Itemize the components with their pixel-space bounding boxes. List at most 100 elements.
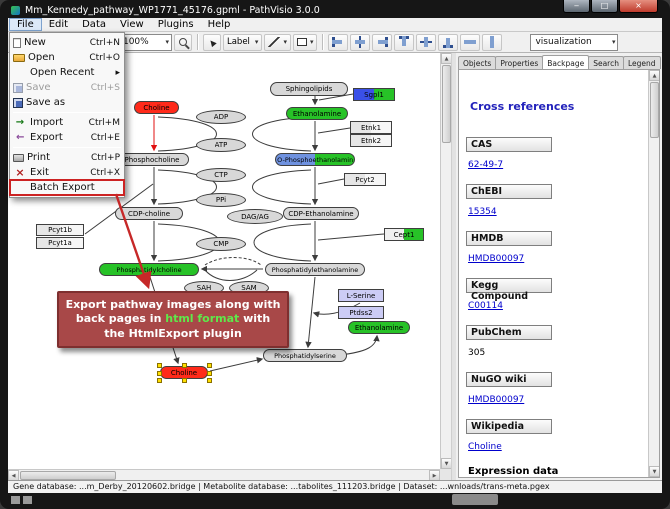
align-top-button[interactable] [394,33,415,51]
node-etnk2[interactable]: Etnk2 [350,134,392,147]
canvas-vertical-scrollbar[interactable]: ▲ ▼ [440,53,451,469]
node-pcyt1b[interactable]: Pcyt1b [36,224,84,236]
minimize-button[interactable]: ‒ [563,0,590,13]
menu-item-batch-export[interactable]: Batch Export [9,179,125,196]
horizontal-scrollbar-thumb[interactable] [20,471,116,480]
vertical-scrollbar-thumb[interactable] [650,82,659,138]
vertical-scrollbar-thumb[interactable] [442,65,451,143]
line-tool-button[interactable]: ▾ [264,33,291,51]
selection-handle[interactable] [207,378,212,383]
scroll-down-arrow[interactable]: ▼ [649,466,659,477]
zoom-fit-button[interactable] [173,33,192,51]
node-ctp[interactable]: CTP [196,168,246,182]
node-cdp-ethanolamine[interactable]: CDP-Ethanolamine [283,207,359,220]
node-cmp[interactable]: CMP [196,237,246,251]
backpage-link[interactable]: 62-49-7 [468,160,504,170]
backpage-link[interactable]: HMDB00097 [468,254,525,264]
backpage-link[interactable]: Choline [468,442,502,452]
selection-tool-button[interactable]: ▲ [202,33,221,51]
selection-handle[interactable] [207,363,212,368]
node-l-serine[interactable]: L-Serine [338,289,384,302]
node-phosphatidylethanolamine[interactable]: Phosphatidylethanolamine [265,263,365,276]
tab-search[interactable]: Search [588,56,624,69]
maximize-button[interactable]: □ [591,0,618,13]
menu-edit[interactable]: Edit [48,19,69,30]
node-cept1[interactable]: Cept1 [384,228,424,241]
same-width-icon [464,36,477,48]
selection-handle[interactable] [207,370,212,376]
node-ethanolamine[interactable]: Ethanolamine [286,107,348,120]
selection-handle[interactable] [157,363,162,368]
node-etnk1[interactable]: Etnk1 [350,121,392,134]
menu-item-open-recent[interactable]: Open Recent▸ [10,65,124,80]
align-middle-button[interactable] [416,33,437,51]
selection-handle[interactable] [157,378,162,383]
selection-handle[interactable] [182,378,187,383]
node-pcyt1a[interactable]: Pcyt1a [36,237,84,249]
node-adp[interactable]: ADP [196,110,246,124]
tab-backpage[interactable]: Backpage [542,55,590,69]
menu-item-save-as[interactable]: Save as [10,95,124,110]
scroll-up-arrow[interactable]: ▲ [441,53,451,64]
scroll-down-arrow[interactable]: ▼ [441,458,451,469]
menu-data[interactable]: Data [82,19,106,30]
node-sphingolipids[interactable]: Sphingolipids [270,82,348,96]
frame-decoration [23,496,32,504]
label-tool-button[interactable]: Label▾ [222,33,263,51]
canvas-horizontal-scrollbar[interactable]: ◀ ▶ [8,469,440,480]
node-choline[interactable]: Choline [134,101,179,114]
node-dag-ag[interactable]: DAG/AG [227,209,283,224]
same-width-button[interactable] [460,33,481,51]
splitter[interactable] [451,53,456,480]
menu-item-label: Open [28,52,55,63]
sidebar-scrollbar[interactable]: ▲ ▼ [648,70,659,477]
node-pcyt2[interactable]: Pcyt2 [344,173,386,186]
zoom-select[interactable]: 100% ▾ [117,33,172,51]
node-sgpl1[interactable]: Sgpl1 [353,88,395,101]
node-phosphocholine[interactable]: Phosphocholine [115,153,189,166]
node-phosphatidylcholine[interactable]: Phosphatidylcholine [99,263,199,276]
tab-legend[interactable]: Legend [622,56,661,69]
node-ethanolamine[interactable]: Ethanolamine [348,321,410,334]
backpage-link[interactable]: 15354 [468,207,497,217]
node-o-phosphoethanolamine[interactable]: O-Phosphoethanolamine [275,153,355,166]
visualization-select[interactable]: visualization ▾ [530,33,619,51]
title-bar[interactable]: Mm_Kennedy_pathway_WP1771_45176.gpml - P… [8,3,662,18]
same-height-button[interactable] [482,33,503,51]
scroll-right-arrow[interactable]: ▶ [429,470,440,480]
shape-tool-button[interactable]: ▾ [292,33,318,51]
scroll-up-arrow[interactable]: ▲ [649,70,659,81]
menu-help[interactable]: Help [207,19,231,30]
node-ptdss2[interactable]: Ptdss2 [338,306,384,319]
node-cdp-choline[interactable]: CDP-choline [115,207,183,220]
node-phosphatidylserine[interactable]: Phosphatidylserine [263,349,347,362]
selection-handle[interactable] [182,363,187,368]
align-bottom-button[interactable] [438,33,459,51]
backpage-link[interactable]: HMDB00097 [468,395,525,405]
node-choline[interactable]: Choline [157,363,212,383]
selection-handle[interactable] [157,370,162,376]
frame-decoration [452,494,498,505]
align-left-button[interactable] [328,33,349,51]
menu-view[interactable]: View [120,19,144,30]
align-right-button[interactable] [372,33,393,51]
align-center-button[interactable] [350,33,371,51]
menu-item-label: Open Recent [30,67,95,78]
backpage-link[interactable]: C00114 [468,301,503,311]
tab-objects[interactable]: Objects [458,56,497,69]
node-atp[interactable]: ATP [196,138,246,152]
tab-properties[interactable]: Properties [495,56,544,69]
node-ppi[interactable]: PPi [196,193,246,207]
close-button[interactable]: × [619,0,658,13]
menu-plugins[interactable]: Plugins [157,19,194,30]
scroll-left-arrow[interactable]: ◀ [8,470,19,480]
chevron-down-icon: ▾ [254,38,259,46]
menu-file[interactable]: File [9,18,42,31]
